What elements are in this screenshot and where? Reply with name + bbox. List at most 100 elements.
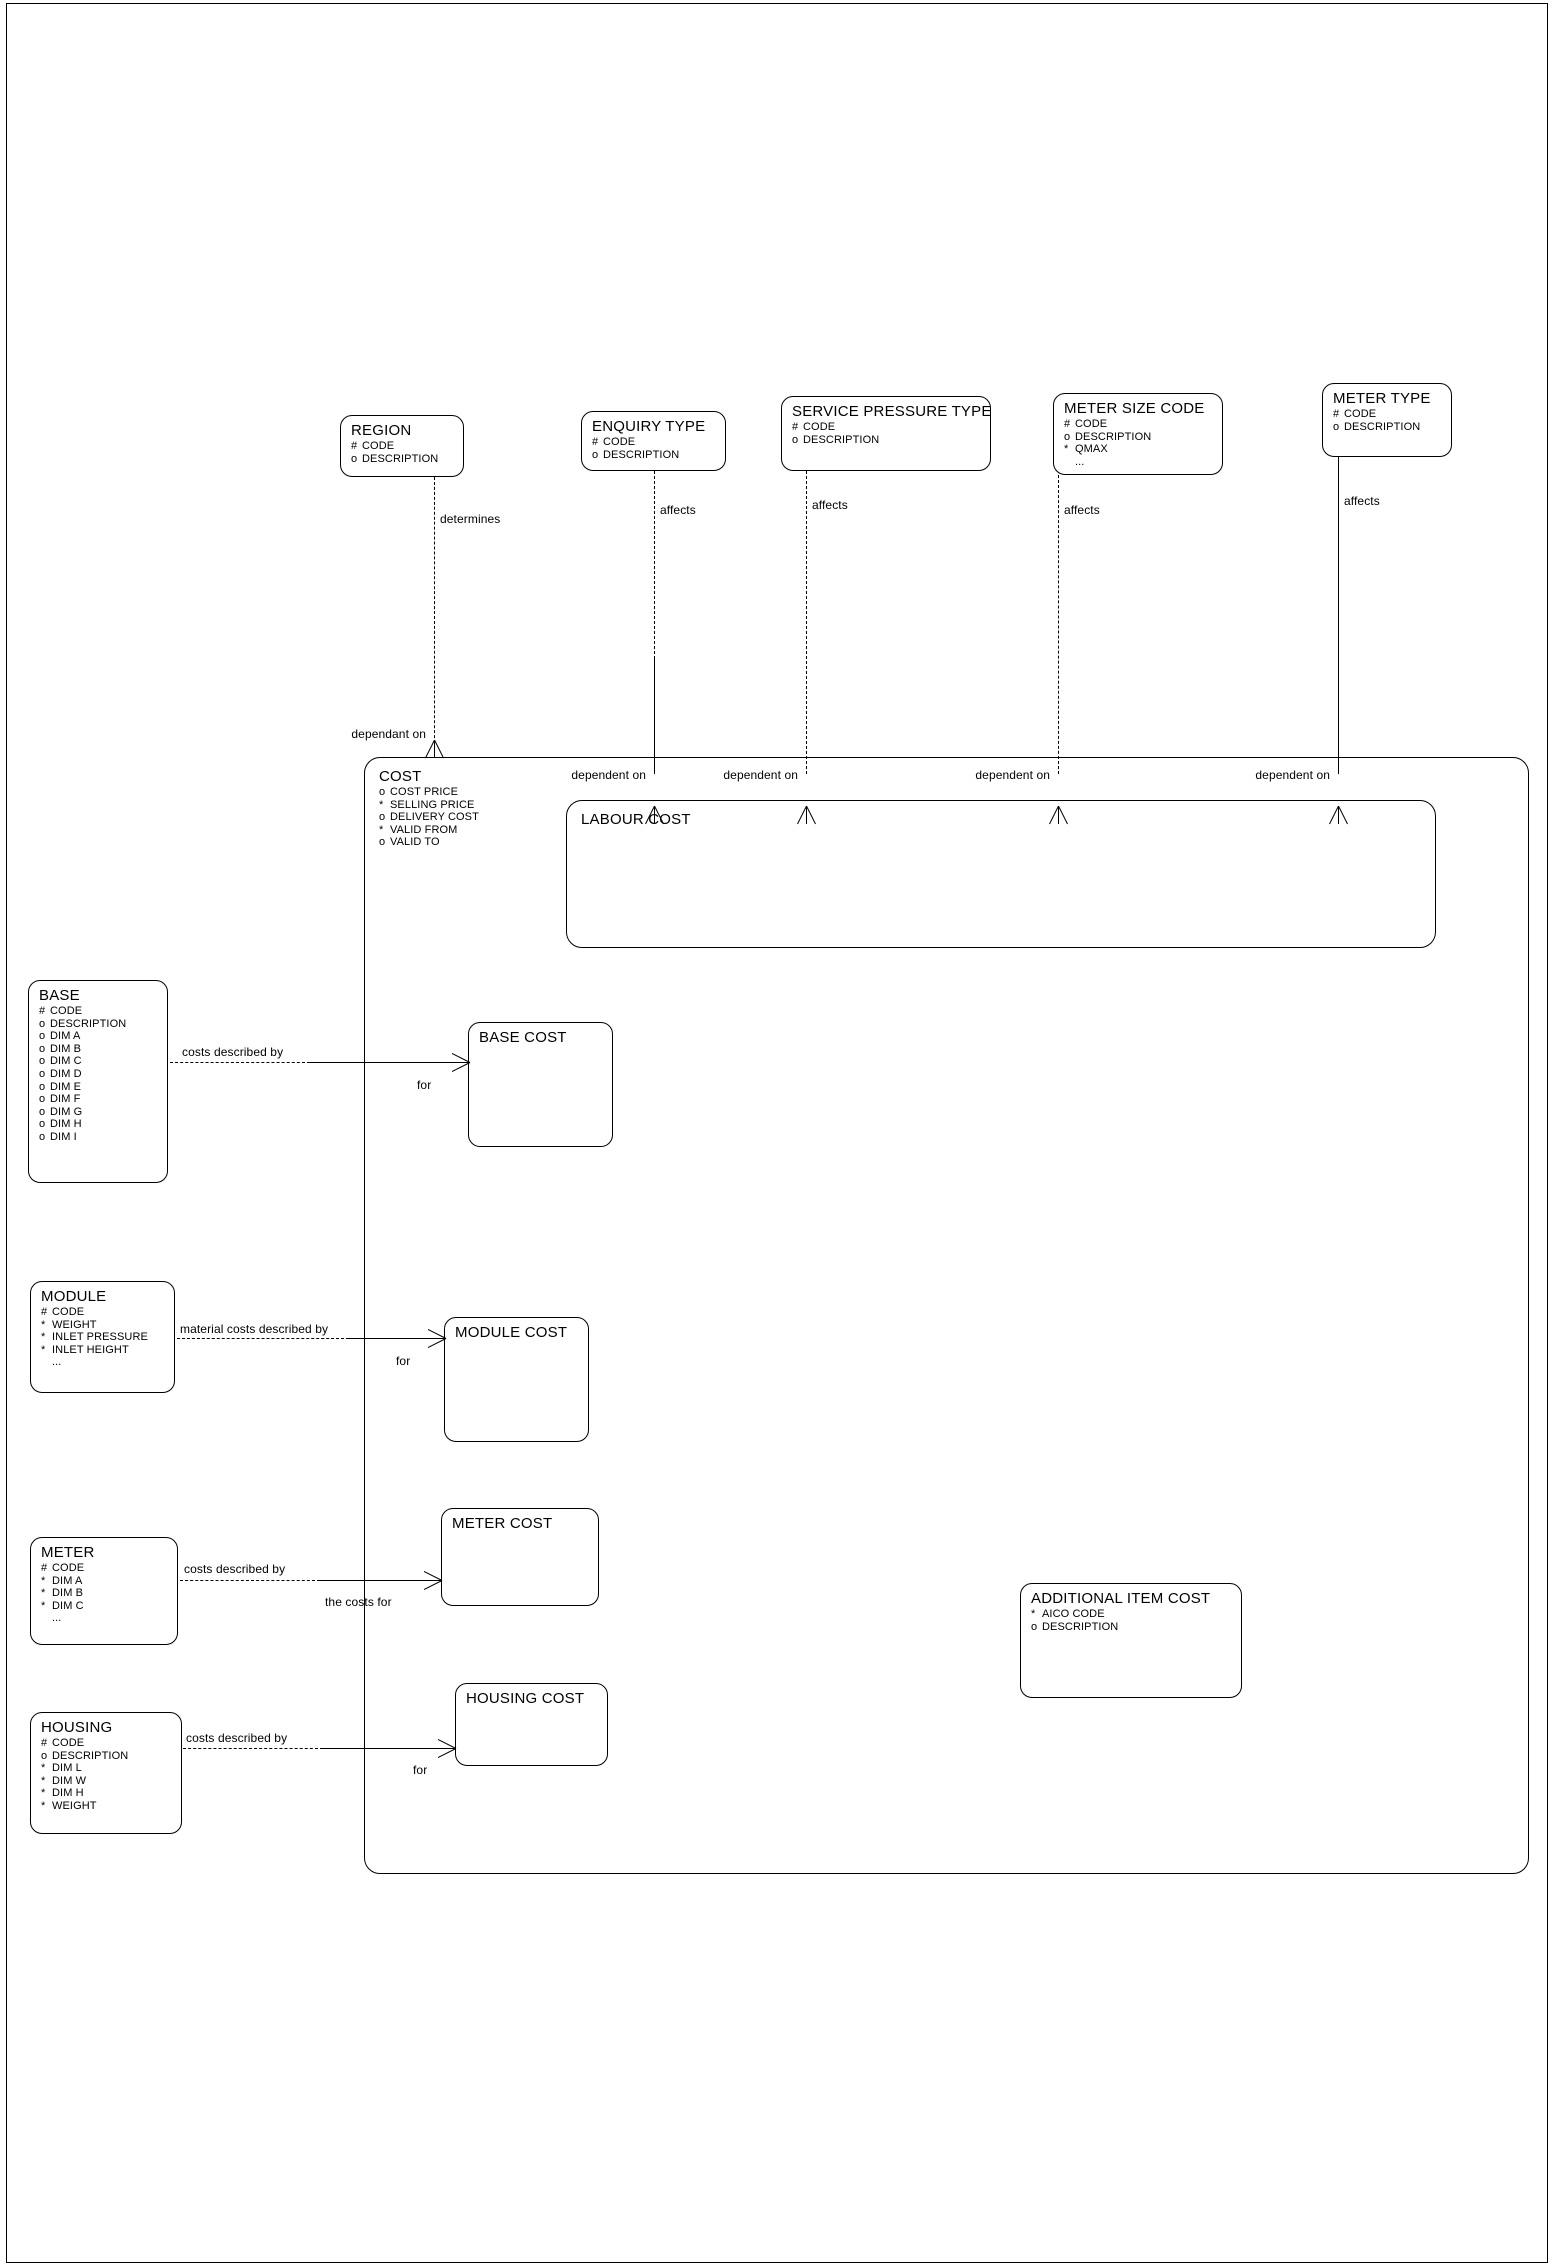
attribute-mark: * bbox=[41, 1599, 46, 1612]
attribute-mark: o bbox=[39, 1130, 46, 1143]
attribute-row: o DESCRIPTION bbox=[1031, 1621, 1241, 1634]
attribute-mark: o bbox=[39, 1105, 46, 1118]
relationship-label-dependant-on: dependant on bbox=[351, 727, 426, 741]
connector-meter-metercost-dashed bbox=[180, 1580, 320, 1581]
crowfoot-housing-cost bbox=[438, 1738, 457, 1759]
relationship-label-meter-the-costs-for: the costs for bbox=[325, 1595, 392, 1609]
entity-name: COST bbox=[379, 768, 422, 785]
entity-labour-cost[interactable]: LABOUR COST bbox=[566, 800, 1436, 948]
crowfoot-meter-size-code-labour-cost bbox=[1048, 806, 1069, 825]
attribute-label: CODE bbox=[603, 436, 636, 448]
attribute-mark: * bbox=[41, 1343, 46, 1356]
page-border bbox=[6, 3, 1548, 2263]
entity-name: BASE COST bbox=[479, 1029, 567, 1046]
attribute-mark: o bbox=[379, 786, 386, 798]
entity-name: MODULE bbox=[41, 1288, 107, 1305]
connector-base-basecost-dashed bbox=[170, 1062, 310, 1063]
attribute-row: #CODE bbox=[41, 1562, 177, 1575]
attribute-label: DIM C bbox=[50, 1055, 82, 1068]
connector-meter-metercost-solid bbox=[320, 1580, 434, 1581]
attribute-mark: * bbox=[41, 1318, 46, 1331]
attribute-label: CODE bbox=[1075, 418, 1108, 430]
attribute-row: *DIM L bbox=[41, 1762, 181, 1775]
relationship-label-affects-2: affects bbox=[812, 498, 848, 512]
attribute-label: DIM C bbox=[52, 1599, 84, 1612]
attribute-mark: # bbox=[39, 1005, 46, 1017]
attribute-row: #CODE bbox=[592, 436, 725, 449]
attribute-mark: * bbox=[41, 1574, 46, 1587]
attribute-label: CODE bbox=[50, 1005, 83, 1017]
attribute-mark: * bbox=[41, 1787, 46, 1800]
attribute-label: DELIVERY COST bbox=[390, 811, 479, 824]
attribute-label: CODE bbox=[1344, 408, 1377, 420]
entity-name: SERVICE PRESSURE TYPE bbox=[792, 403, 992, 420]
connector-module-modulecost-solid bbox=[349, 1338, 439, 1339]
attribute-mark: * bbox=[379, 798, 384, 811]
attribute-row: o DELIVERY COST bbox=[379, 811, 1528, 824]
attribute-mark: o bbox=[39, 1017, 46, 1030]
entity-name: LABOUR COST bbox=[581, 811, 691, 828]
connector-region-cost bbox=[434, 477, 435, 758]
connector-enquiry-type-cost-lower bbox=[654, 659, 655, 774]
attribute-mark: * bbox=[1031, 1608, 1036, 1620]
connector-module-modulecost-dashed bbox=[177, 1338, 349, 1339]
attribute-mark: o bbox=[1031, 1620, 1038, 1633]
attribute-label: DIM B bbox=[52, 1587, 84, 1600]
attribute-mark: # bbox=[1064, 418, 1071, 430]
entity-name: HOUSING bbox=[41, 1719, 113, 1736]
attribute-mark: o bbox=[1333, 420, 1340, 433]
relationship-label-affects-4: affects bbox=[1344, 494, 1380, 508]
attribute-row: * DIM C bbox=[41, 1600, 177, 1613]
attribute-row: *INLET HEIGHT bbox=[41, 1344, 174, 1357]
entity-base-cost[interactable]: BASE COST bbox=[468, 1022, 613, 1147]
attribute-mark: # bbox=[41, 1306, 48, 1318]
attribute-row: #CODE bbox=[792, 421, 990, 434]
crowfoot-meter-type-labour-cost bbox=[1328, 806, 1349, 825]
attribute-mark: # bbox=[41, 1562, 48, 1574]
attribute-row: *WEIGHT bbox=[41, 1800, 181, 1813]
relationship-label-housing-for: for bbox=[413, 1763, 428, 1777]
attribute-label: AICO CODE bbox=[1042, 1608, 1105, 1620]
entity-module-cost[interactable]: MODULE COST bbox=[444, 1317, 589, 1442]
crowfoot-region-cost bbox=[424, 740, 445, 759]
attribute-label: DIM A bbox=[50, 1030, 81, 1043]
attribute-mark: * bbox=[1064, 443, 1069, 456]
attribute-mark: # bbox=[351, 440, 358, 452]
entity-module[interactable]: MODULE #CODE *WEIGHT *INLET PRESSURE *IN… bbox=[30, 1281, 175, 1393]
crowfoot-meter-cost bbox=[424, 1570, 443, 1591]
attribute-label: DIM H bbox=[52, 1787, 84, 1800]
attribute-label: SELLING PRICE bbox=[390, 798, 475, 811]
attribute-mark: * bbox=[41, 1774, 46, 1787]
attribute-row: # CODE bbox=[1064, 418, 1222, 431]
crowfoot-base-cost bbox=[452, 1052, 471, 1073]
relationship-label-module-for: for bbox=[396, 1354, 411, 1368]
attribute-label: DESCRIPTION bbox=[1042, 1620, 1119, 1633]
entity-housing-cost[interactable]: HOUSING COST bbox=[455, 1683, 608, 1766]
attribute-mark: o bbox=[39, 1118, 46, 1131]
entity-meter[interactable]: METER #CODE *DIM A *DIM B *DIM C ... bbox=[30, 1537, 178, 1645]
attribute-label: CODE bbox=[362, 440, 395, 452]
connector-meter-size-code-cost bbox=[1058, 475, 1059, 774]
attribute-mark: o bbox=[592, 448, 599, 461]
entity-meter-cost[interactable]: METER COST bbox=[441, 1508, 599, 1606]
attribute-mark: o bbox=[379, 811, 386, 824]
